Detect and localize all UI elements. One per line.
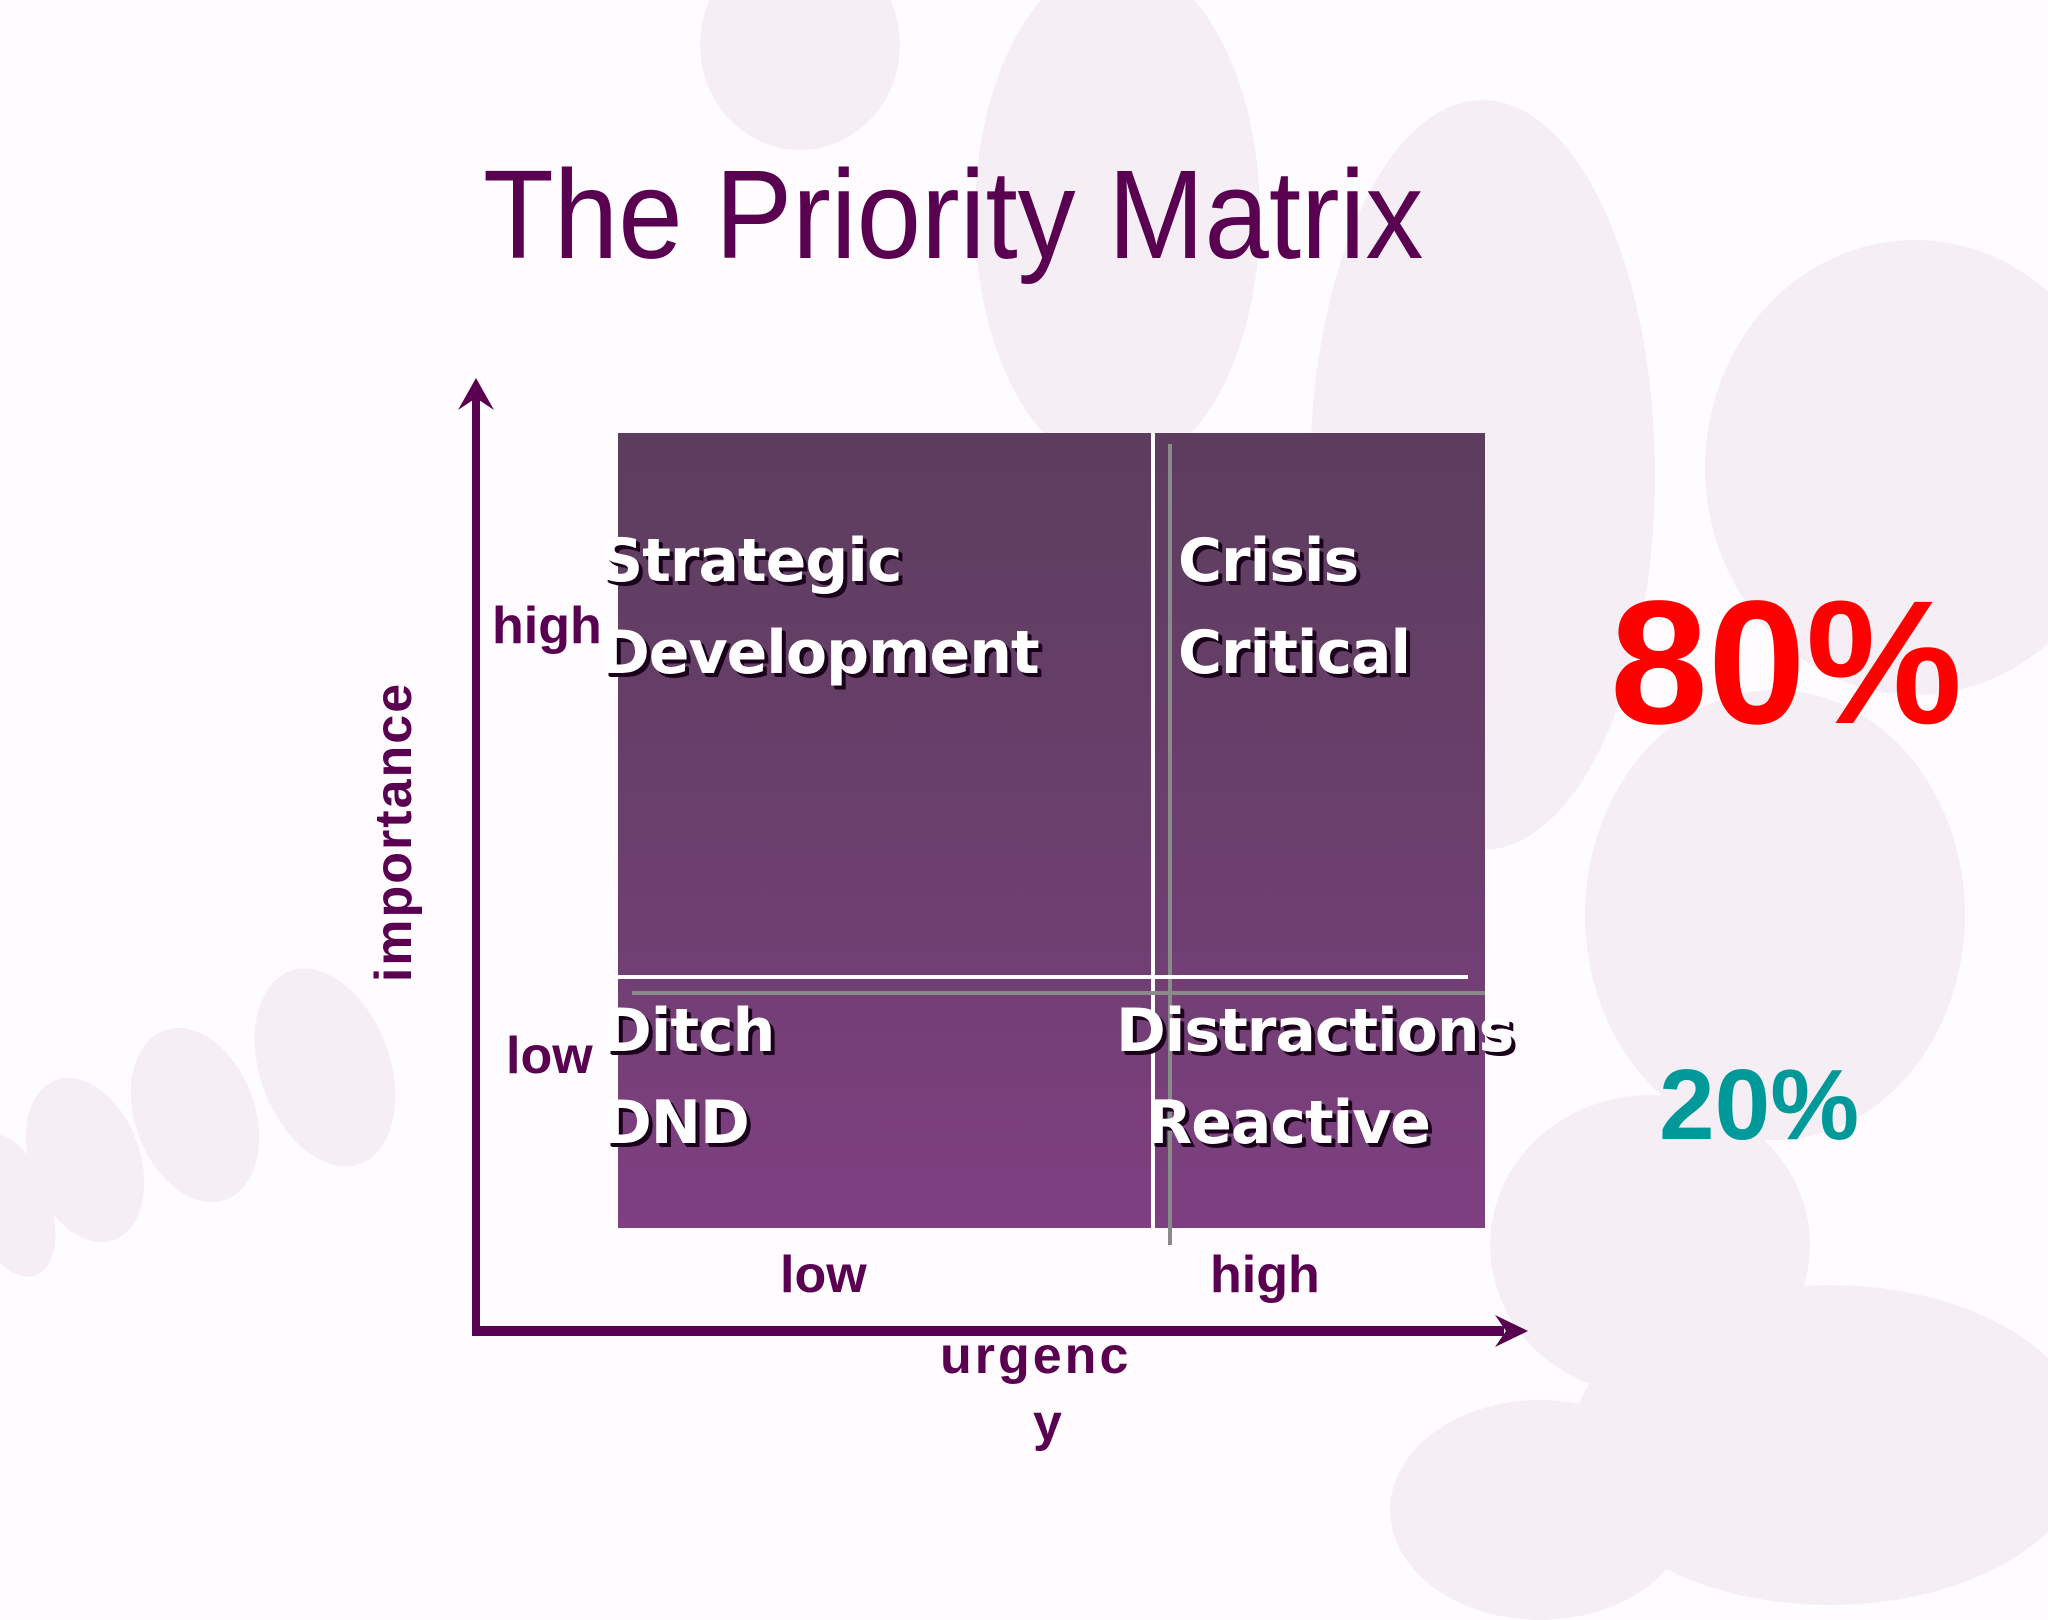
- y-axis-high-label: high: [492, 597, 602, 655]
- background-blob: [975, 0, 1260, 470]
- quadrant-bottom-right: Distractions Reactive: [1116, 985, 1514, 1169]
- background-blob: [1585, 690, 1965, 1140]
- priority-matrix: [618, 433, 1485, 1228]
- horizontal-divider-white: [618, 975, 1468, 979]
- quadrant-bottom-left: Ditch DND: [602, 985, 775, 1169]
- x-axis-title-line2: y: [1033, 1394, 1062, 1452]
- quadrant-label-line1: Crisis: [1178, 526, 1359, 596]
- axes: [458, 378, 1528, 1347]
- y-axis-arrow-icon: [458, 378, 494, 1336]
- quadrant-label-line2: Development: [600, 618, 1040, 688]
- vertical-divider-gray: [1168, 444, 1172, 1245]
- quadrant-label-line1: Distractions: [1116, 996, 1514, 1066]
- vertical-divider-white: [1151, 433, 1155, 1228]
- quadrant-label-line2: Critical: [1178, 618, 1411, 688]
- x-axis-arrow-icon: [472, 1315, 1528, 1347]
- quadrant-top-left: Strategic Development: [600, 515, 1040, 699]
- x-axis-title-line1: urgenc: [940, 1327, 1132, 1385]
- x-axis-high-label: high: [1210, 1246, 1320, 1304]
- y-axis-low-label: low: [506, 1027, 593, 1085]
- horizontal-divider-gray: [632, 991, 1485, 995]
- quadrant-label-line2: DND: [602, 1088, 750, 1158]
- y-axis-title: importance: [365, 681, 423, 983]
- slide-title: The Priority Matrix: [483, 144, 1424, 285]
- quadrant-label-line1: Strategic: [600, 526, 902, 596]
- x-axis-low-label: low: [780, 1246, 867, 1304]
- percent-high-importance: 80%: [1610, 565, 1963, 761]
- percent-low-importance: 20%: [1659, 1049, 1860, 1161]
- quadrant-top-right: Crisis Critical: [1178, 515, 1411, 699]
- background-blob: [1705, 240, 2048, 695]
- quadrant-label-line1: Ditch: [602, 996, 775, 1066]
- quadrant-label-line2: Reactive: [1146, 1088, 1431, 1158]
